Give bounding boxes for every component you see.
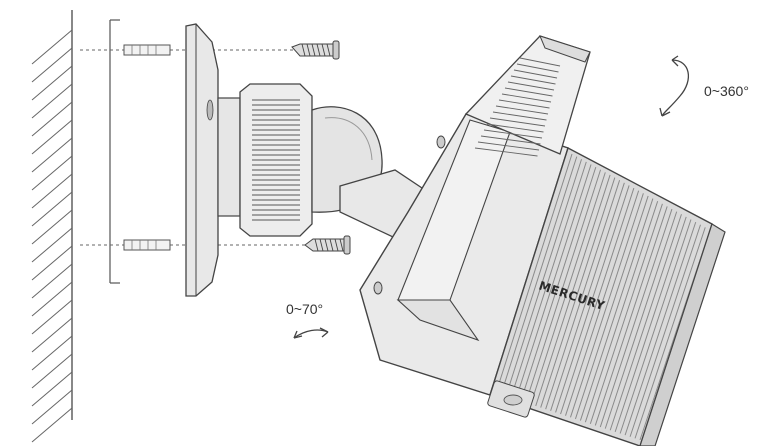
lock-ring [217,83,313,237]
hatch-line [31,29,73,65]
rib-line [492,111,547,121]
rib-line [498,99,550,109]
wall [31,10,73,443]
rib-line [474,147,538,157]
fin-line [560,187,635,415]
hatch-line [31,371,73,407]
fin-line [574,195,649,420]
fin-line [589,203,663,424]
rib-line [486,123,544,133]
hatch-line [31,281,73,317]
hatch-line [31,335,73,371]
hatch-line [31,119,73,155]
screw-bottom [304,235,351,255]
fin-line [629,224,701,437]
hatch-line [31,173,73,209]
screw-top [291,40,340,60]
fin-line [634,227,706,439]
pan-rotation-arrow [659,55,690,117]
rib-line [504,87,553,97]
fin-line [505,159,582,397]
rib-line [507,81,555,91]
lock-ring-grips [252,99,300,221]
sun-shield-ribs [474,57,561,157]
fin-line [604,211,678,429]
hatch-line [31,245,73,281]
hatch-line [31,155,73,191]
fin-line [570,193,644,418]
fin-line [525,169,602,403]
fin-line [520,166,597,402]
rib-line [480,135,541,145]
wall-anchor-bottom [123,239,171,251]
fin-line [540,177,616,408]
fin-line [535,174,611,407]
fin-line [599,208,673,428]
rib-line [513,69,558,79]
hatch-line [31,263,73,299]
fin-line [565,190,640,416]
fin-line [555,185,630,413]
rib-line [510,75,556,85]
wall-hatching [31,29,73,443]
hatch-line [31,407,73,443]
fin-line [579,198,654,421]
fin-line [545,180,621,410]
fin-line [594,206,668,426]
hatch-line [31,101,73,137]
sun-shield [464,35,591,157]
fin-line [515,164,592,400]
rib-line [519,57,561,67]
tilt-rotation-arrow [293,327,329,339]
hatch-line [31,65,73,101]
hatch-line [31,83,73,119]
hatch-line [31,47,73,83]
hatch-line [31,209,73,245]
fin-line [500,156,578,395]
hatch-line [31,299,73,335]
tilt-range-label: 0~70° [286,301,323,317]
camera-body: MERCURY [359,113,726,446]
pan-range-label: 0~360° [704,83,749,99]
mounting-base-plate [185,23,219,297]
fin-line [609,214,682,431]
fin-line [614,216,687,433]
depth-bracket [109,19,120,284]
fin-line [619,219,692,434]
rib-line [501,93,552,103]
wall-anchor-top [123,44,171,56]
hatch-line [31,389,73,425]
hatch-line [31,353,73,389]
fin-line [495,153,573,394]
rib-line [489,117,546,127]
fin-line [584,201,659,423]
rib-line [495,105,549,115]
rib-line [516,63,559,73]
fin-line [510,161,587,399]
fin-line [550,182,625,411]
fin-line [530,172,606,405]
heat-sink-fins [495,153,711,441]
rib-line [483,129,543,139]
hatch-line [31,317,73,353]
hatch-line [31,227,73,263]
fin-line [624,221,697,436]
rib-line [477,141,540,151]
hatch-line [31,191,73,227]
hatch-line [31,137,73,173]
